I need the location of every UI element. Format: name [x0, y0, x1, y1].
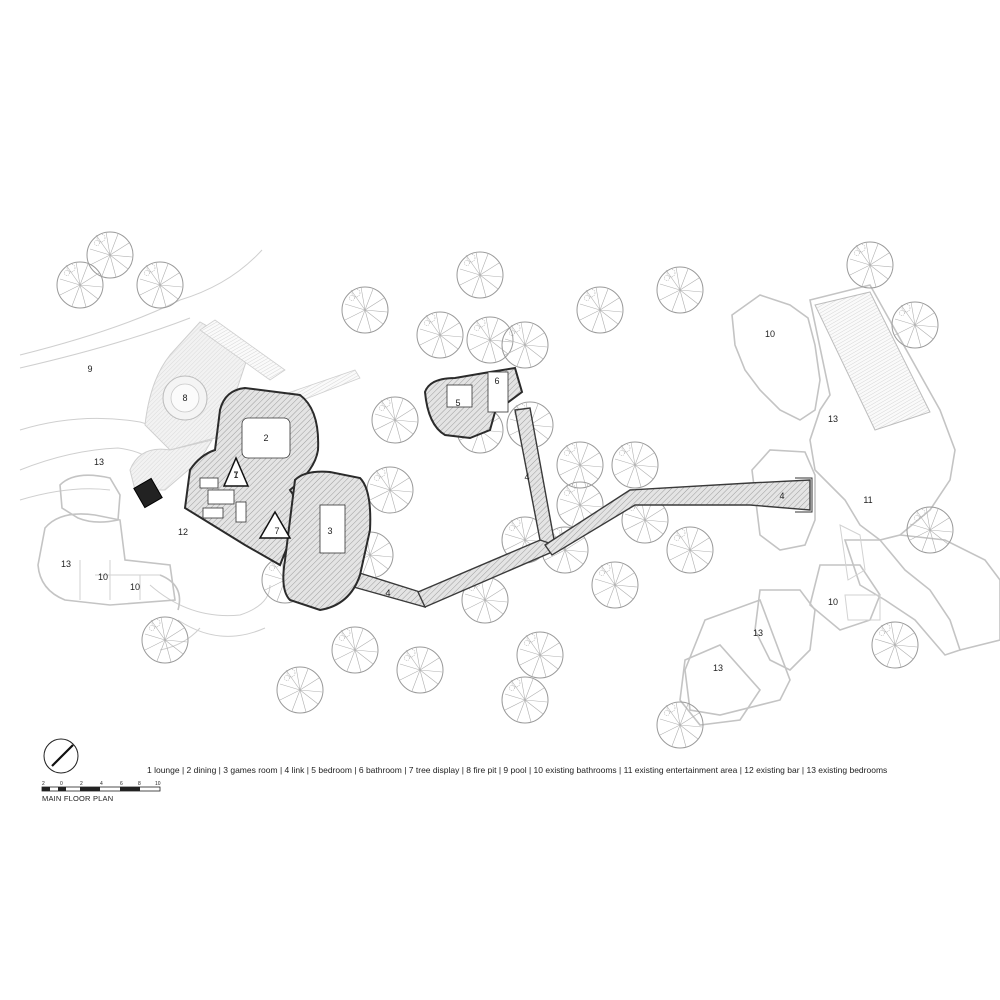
- label-tree-display-2: 7: [274, 526, 279, 536]
- tree-symbol-icon: [666, 526, 714, 574]
- label-existing-bar: 12: [178, 527, 188, 537]
- label-tree-display-1: 7: [233, 470, 238, 480]
- scale-tick: 2: [42, 781, 45, 787]
- north-arrow-icon: [43, 738, 79, 774]
- tree-symbol-icon: [556, 441, 604, 489]
- tree-symbol-icon: [871, 621, 919, 669]
- label-existing-bedrooms-4: 13: [753, 628, 763, 638]
- label-pool: 9: [87, 364, 92, 374]
- scale-tick: 0: [60, 781, 63, 787]
- label-existing-bedrooms-5: 13: [713, 663, 723, 673]
- tree-symbol-icon: [501, 321, 549, 369]
- tree-symbol-icon: [136, 261, 184, 309]
- plan-title: MAIN FLOOR PLAN: [42, 794, 114, 803]
- tree-symbol-icon: [371, 396, 419, 444]
- label-dining: 2: [263, 433, 268, 443]
- tree-symbol-icon: [656, 266, 704, 314]
- label-link-3: 4: [779, 491, 784, 501]
- room-labels: 1 2 3 4 4 4 5 6 7 7 8 9 10 10 10 10 11 1…: [61, 329, 873, 673]
- tree-symbol-icon: [456, 251, 504, 299]
- label-lounge: 1: [233, 470, 238, 480]
- scale-tick: 8: [138, 781, 141, 787]
- tree-symbol-icon: [576, 286, 624, 334]
- scale-tick: 4: [100, 781, 103, 787]
- label-bedroom: 5: [455, 398, 460, 408]
- tree-symbol-icon: [906, 506, 954, 554]
- label-existing-bathrooms-4: 10: [828, 597, 838, 607]
- pool-deck: [129, 319, 361, 491]
- label-link-1: 4: [385, 588, 390, 598]
- tree-symbol-icon: [86, 231, 134, 279]
- tree-symbol-icon: [56, 261, 104, 309]
- tree-symbol-icon: [416, 311, 464, 359]
- tree-symbol-icon: [656, 701, 704, 749]
- tree-symbol-icon: [516, 631, 564, 679]
- bedroom-building: [423, 366, 524, 440]
- label-existing-bedrooms-2: 13: [61, 559, 71, 569]
- room-legend: 1 lounge | 2 dining | 3 games room | 4 l…: [147, 765, 888, 775]
- label-existing-bathrooms-2: 10: [130, 582, 140, 592]
- links: [349, 407, 813, 609]
- label-existing-bedrooms-3: 13: [828, 414, 838, 424]
- label-existing-bathrooms-1: 10: [98, 572, 108, 582]
- scale-tick: 6: [120, 781, 123, 787]
- label-existing-entertainment: 11: [863, 495, 872, 505]
- label-fire-pit: 8: [182, 393, 187, 403]
- tree-symbol-icon: [331, 626, 379, 674]
- tree-symbol-icon: [501, 676, 549, 724]
- lounge-dining-building: [133, 386, 372, 612]
- tree-symbol-icon: [341, 286, 389, 334]
- tree-symbol-icon: [466, 316, 514, 364]
- label-existing-bathrooms-3: 10: [765, 329, 775, 339]
- tree-symbol-icon: [366, 466, 414, 514]
- tree-symbol-icon: [396, 646, 444, 694]
- tree-symbol-icon: [611, 441, 659, 489]
- label-existing-bedrooms-1: 13: [94, 457, 104, 467]
- label-bathroom: 6: [494, 376, 499, 386]
- tree-symbol-icon: [591, 561, 639, 609]
- scale-tick: 2: [80, 781, 83, 787]
- label-games-room: 3: [327, 526, 332, 536]
- existing-buildings-west: [37, 474, 181, 611]
- tree-symbol-icon: [276, 666, 324, 714]
- tree-symbol-icon: [891, 301, 939, 349]
- scale-bar-icon: 2 0 2 4 6 8 10: [41, 781, 161, 792]
- existing-buildings-east: [679, 284, 1000, 726]
- tree-symbol-icon: [846, 241, 894, 289]
- label-link-2: 4: [524, 472, 529, 482]
- scale-tick: 10: [155, 781, 161, 787]
- tree-symbol-icon: [141, 616, 189, 664]
